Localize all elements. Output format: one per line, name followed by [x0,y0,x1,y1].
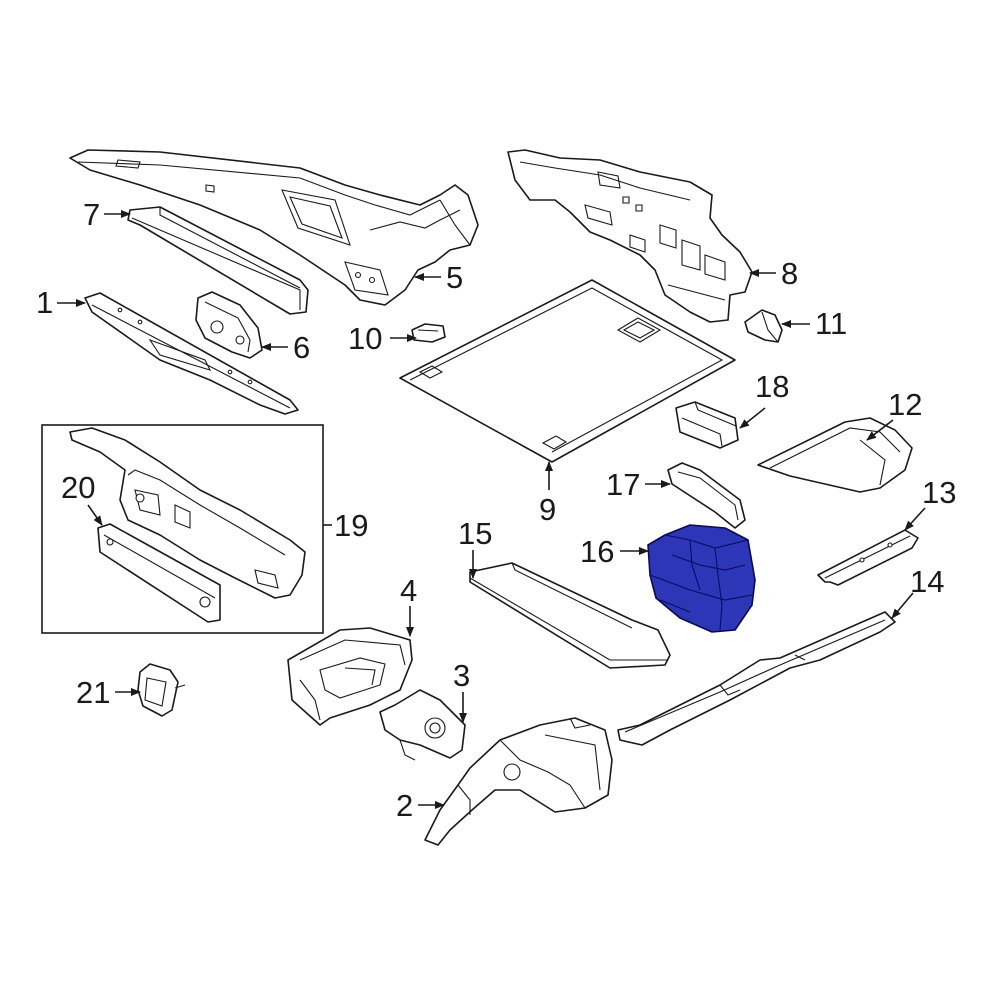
part-13-bracket[interactable] [817,529,919,586]
part-12-side-trim[interactable] [757,417,913,493]
callout-labels: 1 2 3 4 5 6 7 8 9 10 11 12 13 14 15 16 1… [36,197,956,823]
callout-20: 20 [61,470,95,505]
callout-12: 12 [888,387,922,422]
part-19-rear-panel-assembly[interactable] [69,427,306,599]
part-9-trunk-floor[interactable] [399,279,736,463]
callout-19: 19 [334,508,368,543]
callout-9: 9 [539,492,556,527]
callout-3: 3 [453,658,470,693]
part-18-storage-tray[interactable] [675,401,739,449]
leader-lines [57,210,926,809]
callout-5: 5 [446,260,463,295]
group-19-frame [41,424,324,634]
callout-14: 14 [910,564,944,599]
callout-16: 16 [580,534,614,569]
part-7-crossmember[interactable] [127,206,309,315]
callout-17: 17 [606,467,640,502]
callout-11: 11 [815,306,847,341]
callout-8: 8 [781,256,798,291]
part-6-bracket[interactable] [195,291,263,359]
callout-10: 10 [348,321,382,356]
callout-13: 13 [922,475,956,510]
part-15-rail-cover[interactable] [469,562,671,669]
part-4-wheelhouse-panel[interactable] [287,627,413,726]
part-3-bracket[interactable] [379,689,466,761]
part-5-rear-panel[interactable] [69,149,479,306]
callout-7: 7 [83,197,100,232]
callout-21: 21 [76,675,110,710]
part-21-vent-grommet[interactable] [137,663,186,717]
callout-6: 6 [293,330,310,365]
part-14-sill-trim[interactable] [617,611,896,746]
callout-15: 15 [458,516,492,551]
part-10-clip[interactable] [411,323,446,343]
part-1-floor-rail[interactable] [84,292,299,415]
callout-2: 2 [396,788,413,823]
part-20-reinforcement[interactable] [97,523,221,623]
part-8-rear-body-panel[interactable] [507,149,753,323]
part-11-clip[interactable] [744,309,783,343]
callout-1: 1 [36,285,53,320]
highlight-fill [647,524,756,633]
part-2-quarter-trim[interactable] [424,717,613,846]
callout-18: 18 [755,369,789,404]
part-16-storage-box[interactable] [647,524,756,633]
callout-4: 4 [400,573,417,608]
part-17-handle[interactable] [667,462,746,529]
